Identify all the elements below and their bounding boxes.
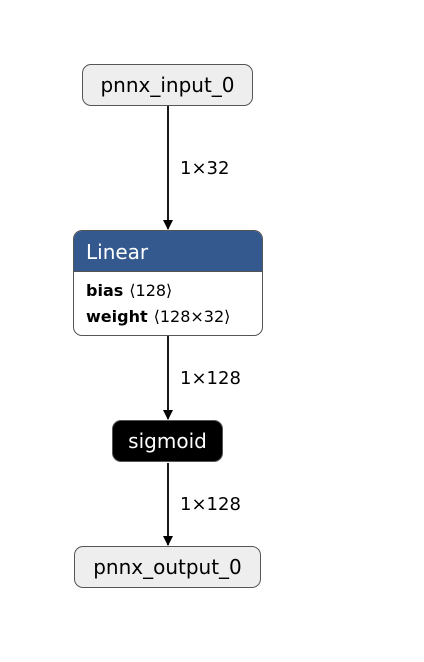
linear-node[interactable]: Linear bias ⟨128⟩ weight ⟨128×32⟩ bbox=[73, 230, 263, 336]
input-node-label: pnnx_input_0 bbox=[100, 73, 235, 97]
sigmoid-node[interactable]: sigmoid bbox=[112, 420, 223, 462]
linear-attr-bias-name: bias bbox=[86, 281, 124, 300]
linear-attr-weight: weight ⟨128×32⟩ bbox=[86, 304, 262, 330]
linear-attr-weight-name: weight bbox=[86, 307, 148, 326]
output-node[interactable]: pnnx_output_0 bbox=[74, 546, 261, 588]
edge-label-input-linear: 1×32 bbox=[180, 158, 230, 179]
linear-node-header: Linear bbox=[74, 231, 262, 272]
sigmoid-node-label: sigmoid bbox=[128, 429, 207, 453]
edge-label-linear-sigmoid: 1×128 bbox=[180, 368, 241, 389]
linear-node-attributes: bias ⟨128⟩ weight ⟨128×32⟩ bbox=[74, 272, 262, 330]
input-node[interactable]: pnnx_input_0 bbox=[82, 64, 253, 106]
linear-attr-weight-shape: ⟨128×32⟩ bbox=[153, 307, 231, 326]
linear-attr-bias-shape: ⟨128⟩ bbox=[129, 281, 173, 300]
linear-attr-bias: bias ⟨128⟩ bbox=[86, 278, 262, 304]
output-node-label: pnnx_output_0 bbox=[93, 555, 242, 579]
edge-label-sigmoid-output: 1×128 bbox=[180, 494, 241, 515]
